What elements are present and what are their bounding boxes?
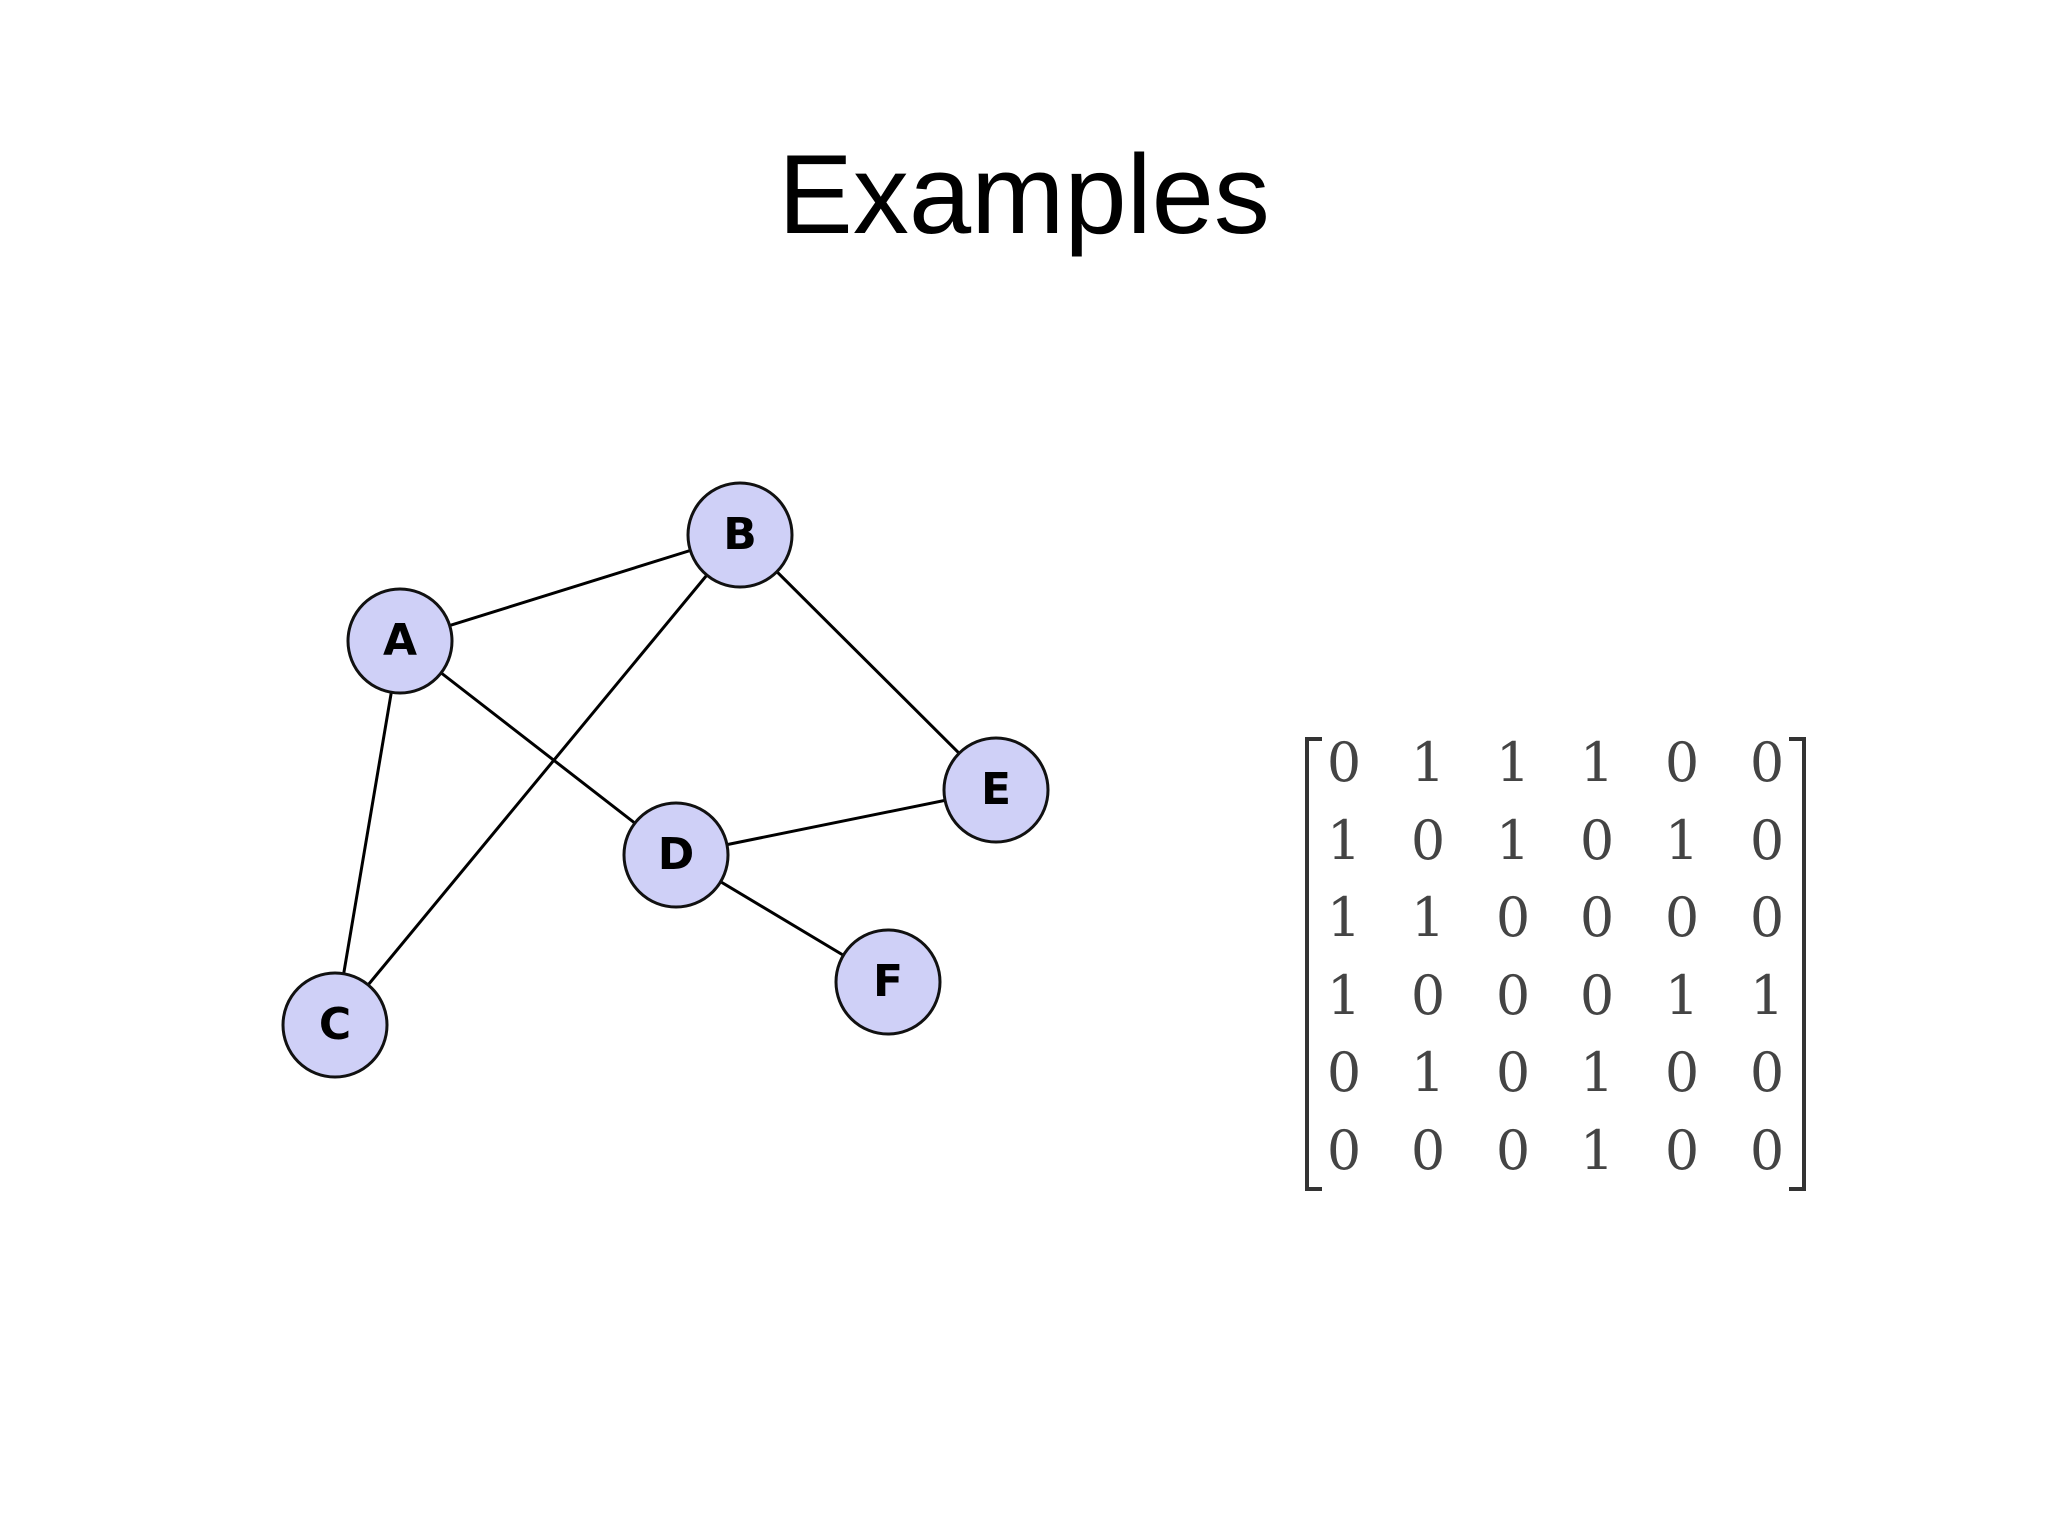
matrix-cell: 0 bbox=[1580, 964, 1614, 1027]
matrix-cell: 1 bbox=[1411, 886, 1445, 949]
matrix-cell: 0 bbox=[1496, 1041, 1530, 1104]
node-b: B bbox=[686, 481, 794, 589]
matrix-cell: 0 bbox=[1750, 731, 1784, 794]
matrix-cell: 1 bbox=[1665, 809, 1699, 872]
matrix-cell: 0 bbox=[1327, 731, 1361, 794]
node-label: F bbox=[873, 956, 903, 1007]
matrix-cell: 0 bbox=[1327, 1119, 1361, 1182]
matrix-cell: 0 bbox=[1665, 886, 1699, 949]
matrix-cell: 0 bbox=[1580, 886, 1614, 949]
edge-a-b bbox=[399, 533, 741, 643]
edge-b-c bbox=[333, 534, 742, 1026]
node-label: E bbox=[981, 764, 1011, 815]
matrix-left-bracket bbox=[1305, 737, 1322, 1191]
matrix-cell: 1 bbox=[1496, 809, 1530, 872]
edge-a-d bbox=[399, 639, 677, 857]
matrix-cell: 0 bbox=[1327, 1041, 1361, 1104]
matrix-right-bracket bbox=[1789, 737, 1806, 1191]
node-label: B bbox=[723, 509, 757, 560]
node-e: E bbox=[942, 736, 1050, 844]
node-label: D bbox=[658, 829, 695, 880]
matrix-cell: 0 bbox=[1411, 1119, 1445, 1182]
node-f: F bbox=[834, 928, 942, 1036]
matrix-cell: 0 bbox=[1496, 1119, 1530, 1182]
matrix-cell: 1 bbox=[1750, 964, 1784, 1027]
node-a: A bbox=[346, 587, 454, 695]
node-label: C bbox=[319, 999, 351, 1050]
matrix-cell: 1 bbox=[1411, 731, 1445, 794]
matrix-cell: 0 bbox=[1496, 886, 1530, 949]
matrix-cell: 0 bbox=[1580, 809, 1614, 872]
matrix-cell: 0 bbox=[1496, 964, 1530, 1027]
node-c: C bbox=[281, 971, 389, 1079]
matrix-cell: 0 bbox=[1411, 964, 1445, 1027]
node-circle bbox=[622, 801, 730, 909]
matrix-cell: 1 bbox=[1665, 964, 1699, 1027]
edge-d-e bbox=[675, 788, 997, 857]
node-circle bbox=[942, 736, 1050, 844]
matrix-cell: 0 bbox=[1750, 1119, 1784, 1182]
matrix-cell: 0 bbox=[1665, 1119, 1699, 1182]
matrix-cell: 0 bbox=[1665, 1041, 1699, 1104]
node-circle bbox=[346, 587, 454, 695]
matrix-cell: 1 bbox=[1580, 1119, 1614, 1182]
matrix-cell: 1 bbox=[1496, 731, 1530, 794]
node-circle bbox=[686, 481, 794, 589]
matrix-cell: 1 bbox=[1327, 886, 1361, 949]
edge-a-c bbox=[333, 640, 402, 1026]
matrix-cell: 0 bbox=[1750, 1041, 1784, 1104]
matrix-cell: 0 bbox=[1750, 886, 1784, 949]
edge-b-e bbox=[738, 533, 998, 792]
matrix-cell: 0 bbox=[1750, 809, 1784, 872]
matrix-cell: 1 bbox=[1411, 1041, 1445, 1104]
slide-title: Examples bbox=[778, 132, 1270, 257]
matrix-cell: 0 bbox=[1665, 731, 1699, 794]
matrix-cell: 1 bbox=[1327, 964, 1361, 1027]
matrix-cell: 1 bbox=[1580, 1041, 1614, 1104]
node-circle bbox=[834, 928, 942, 1036]
node-d: D bbox=[622, 801, 730, 909]
matrix-cell: 0 bbox=[1411, 809, 1445, 872]
node-circle bbox=[281, 971, 389, 1079]
matrix-cell: 1 bbox=[1580, 731, 1614, 794]
graph-nodes: A B C D E F bbox=[281, 481, 1050, 1079]
matrix-cell: 1 bbox=[1327, 809, 1361, 872]
node-label: A bbox=[383, 615, 417, 666]
